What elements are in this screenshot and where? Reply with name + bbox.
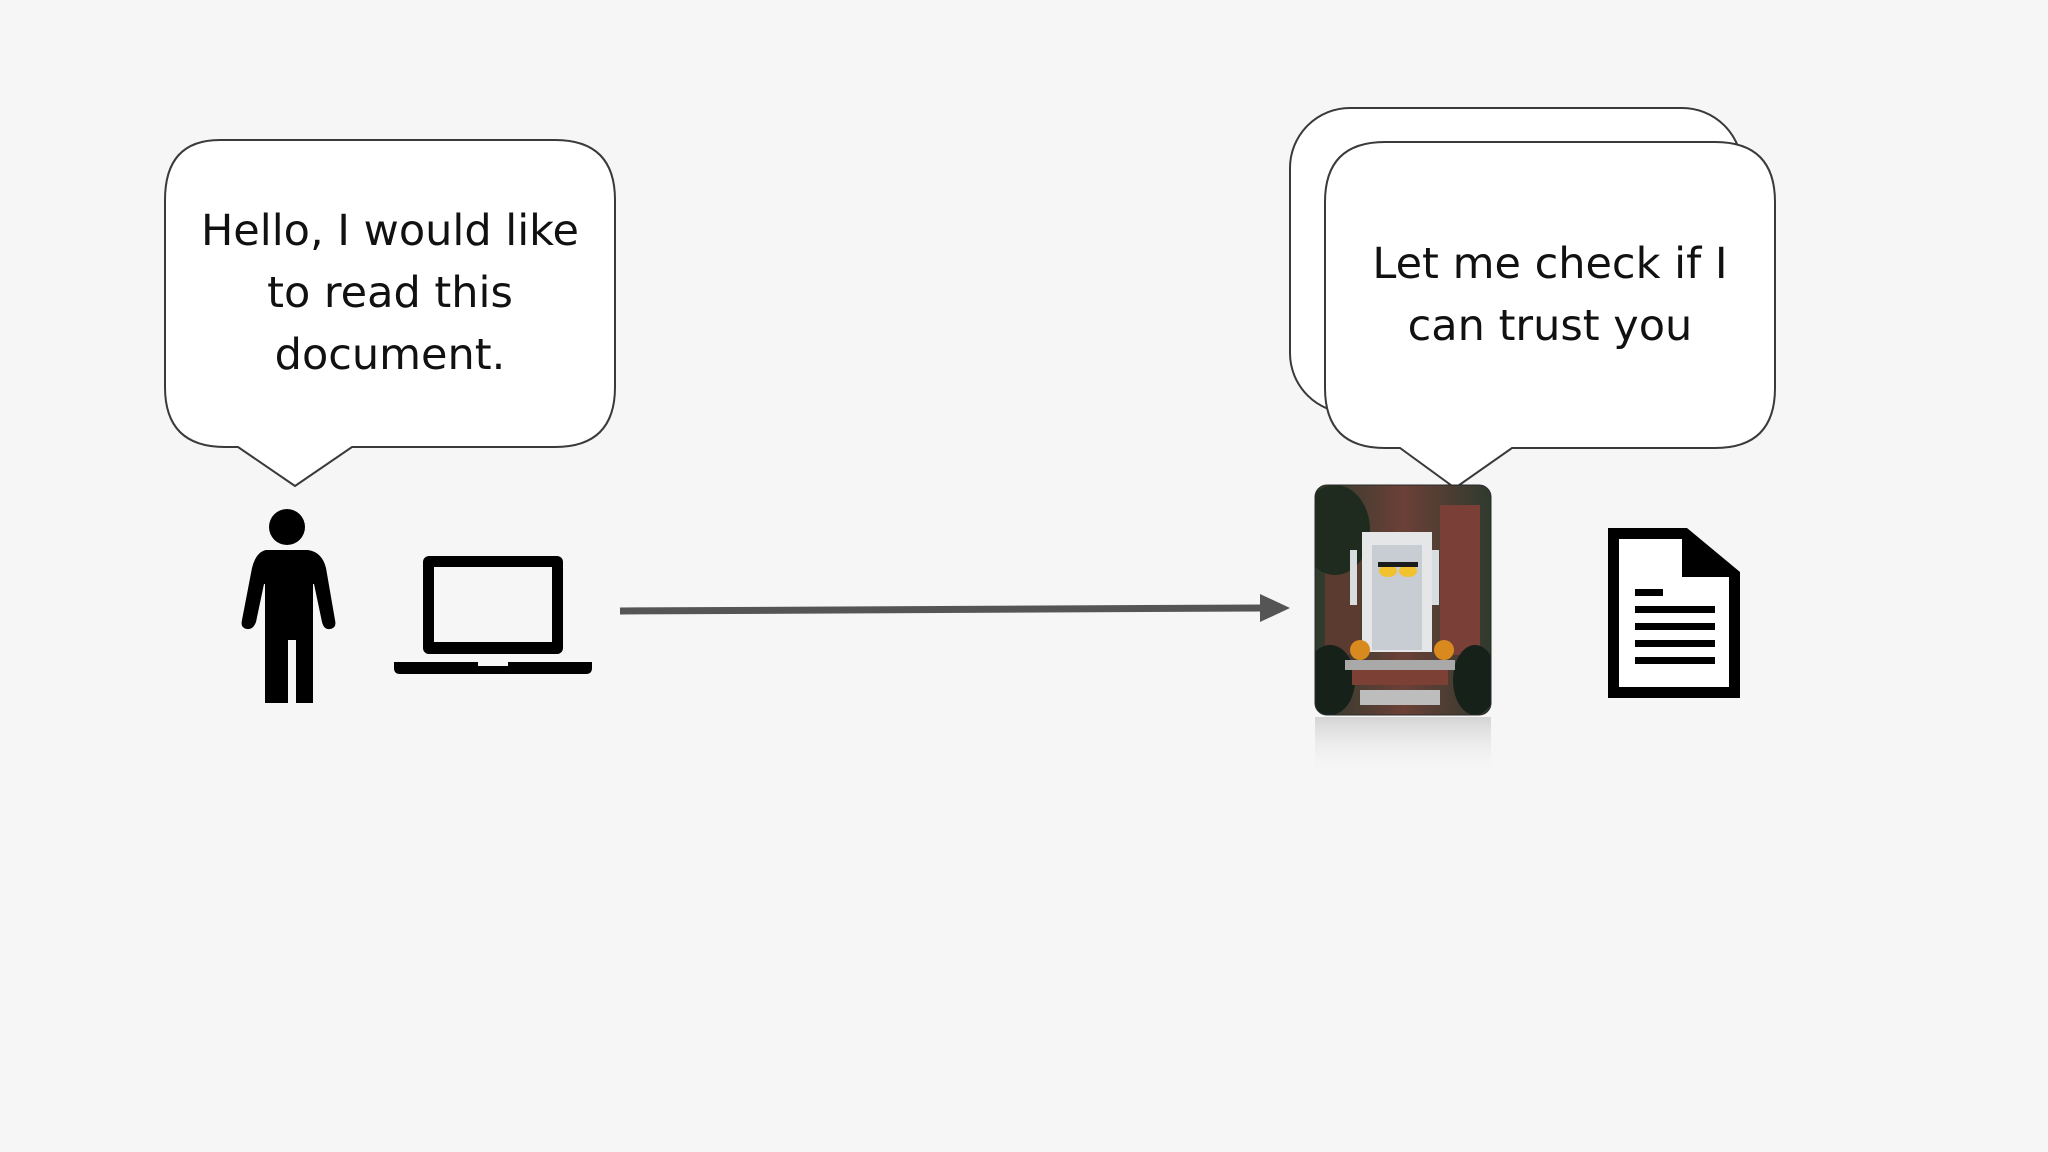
request-arrow xyxy=(619,594,1290,622)
laptop-icon xyxy=(394,556,592,674)
person-icon xyxy=(241,509,336,703)
left-bubble-line-2: to read this xyxy=(267,267,513,318)
right-bubble-line-1: Let me check if I xyxy=(1372,239,1728,289)
document-icon xyxy=(1608,528,1740,698)
left-bubble-line-1: Hello, I would like xyxy=(200,205,580,256)
right-bubble-text: Let me check if I can trust you xyxy=(1335,145,1765,445)
left-speech-bubble xyxy=(164,139,616,488)
left-bubble-text: Hello, I would like to read this documen… xyxy=(170,140,610,445)
right-speech-bubble xyxy=(1324,141,1776,490)
left-bubble-line-3: document. xyxy=(274,329,506,380)
door-photo-reflection xyxy=(1315,717,1491,777)
right-bubble-line-2: can trust you xyxy=(1407,301,1693,351)
door-photo xyxy=(1315,485,1491,715)
